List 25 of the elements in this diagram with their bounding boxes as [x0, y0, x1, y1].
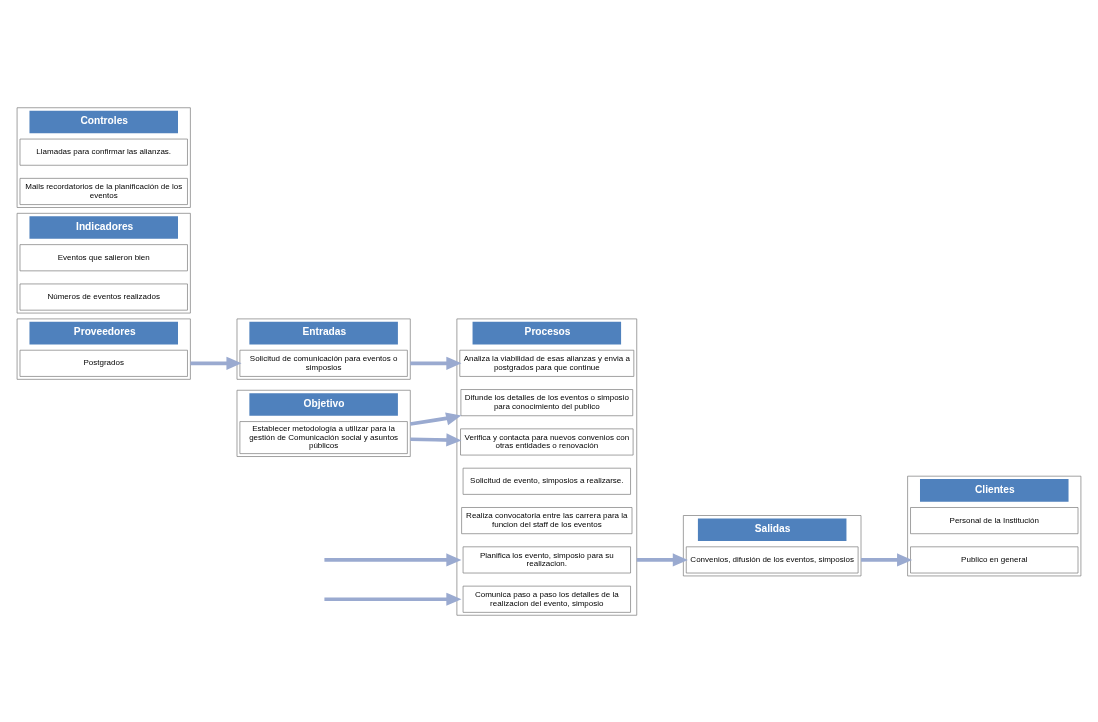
node-box: Mails recordatorios de la planificación de los eventos — [19, 177, 188, 205]
node-box: Publico en general — [910, 545, 1079, 573]
node-box: Analiza la viabilidad de esas alianzas y envia a postgrados para que continue — [459, 349, 635, 377]
node-box: Comunica paso a paso los detalles de la realizacion del evento, simposio — [462, 585, 631, 613]
arrow — [861, 552, 913, 567]
node-box: Realiza convocatoria entre las carrera para la funcion del staff de los eventos — [461, 506, 633, 534]
arrow — [636, 552, 688, 567]
arrow — [410, 411, 462, 426]
node-box: Establecer metodología a utilizar para la gestión de Comunicación social y asuntos públicos — [239, 420, 408, 454]
node-box: Solicitud de evento, simposios a realizarse. — [462, 467, 631, 495]
node-box: Planifica los evento, simposio para su realizacion. — [462, 545, 631, 573]
node-box: Personal de la Institución — [910, 506, 1079, 534]
node-box: Números de eventos realizados — [19, 283, 188, 311]
node-box: Solicitud de comunicación para eventos o simposios — [239, 349, 408, 377]
arrow — [410, 432, 462, 447]
arrow — [410, 356, 462, 370]
arrow — [324, 552, 462, 567]
node-box: Difunde los detalles de los eventos o simposio para conocimiento del publico — [460, 388, 634, 416]
node-box: Convenios, difusión de los eventos, simposios — [685, 545, 859, 573]
node-box: Verifica y contacta para nuevos convenios con otras entidades o renovación — [460, 428, 634, 455]
node-box: Postgrados — [19, 349, 188, 377]
node-box: Llamadas para confirmar las alianzas. — [19, 138, 188, 166]
node-box: Eventos que salieron bien — [19, 243, 188, 271]
arrow — [324, 592, 462, 606]
arrow — [190, 356, 242, 370]
